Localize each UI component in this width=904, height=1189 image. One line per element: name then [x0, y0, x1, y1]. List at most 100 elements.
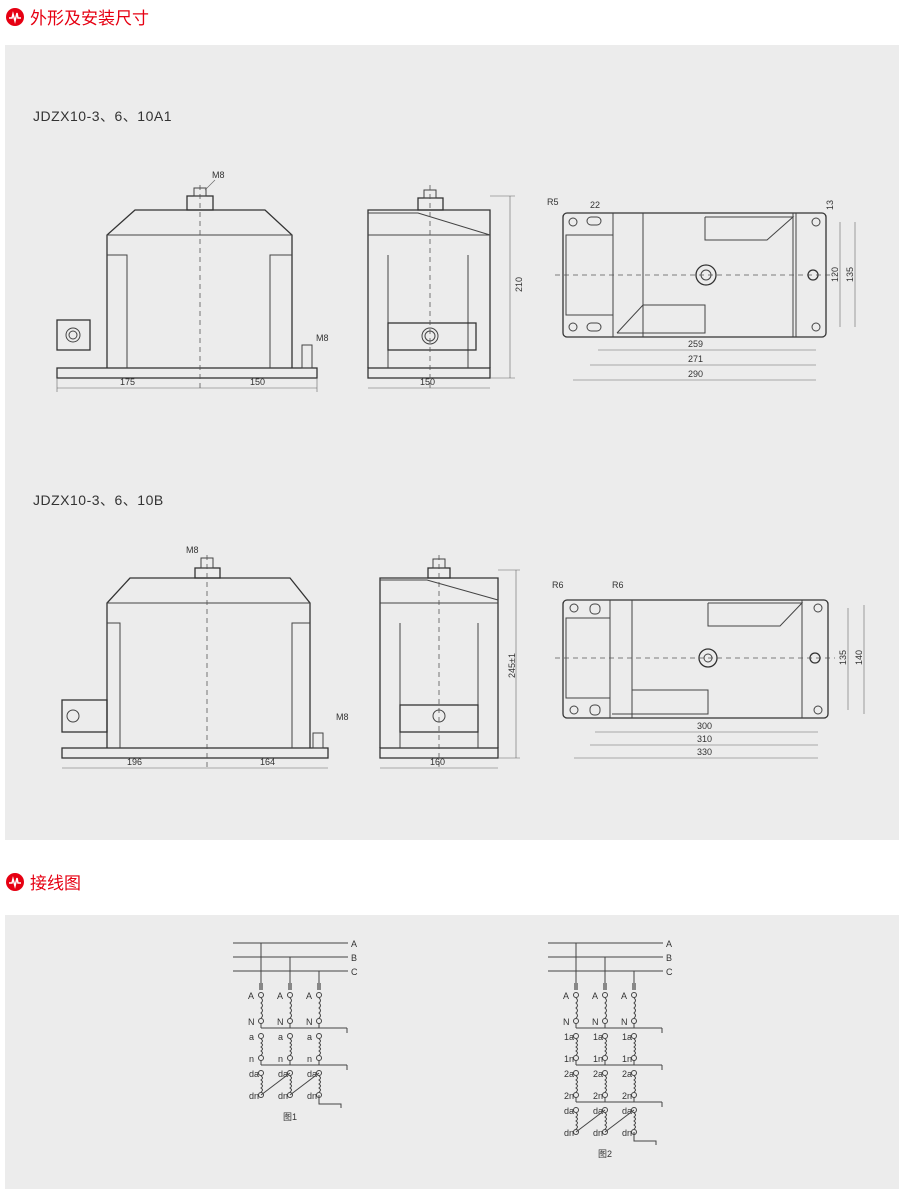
svg-text:271: 271: [688, 354, 703, 364]
svg-text:R6: R6: [612, 580, 624, 590]
figure-caption: 图2: [598, 1149, 612, 1159]
terminal-icon: [573, 1070, 579, 1076]
terminal-icon: [602, 1033, 608, 1039]
svg-text:330: 330: [697, 747, 712, 757]
terminal-icon: [258, 992, 264, 998]
terminal-label: 1n: [564, 1054, 574, 1064]
ground-lead: [633, 1132, 657, 1145]
terminal-label: 2n: [564, 1091, 574, 1101]
coil-icon: [604, 1075, 607, 1093]
terminal-icon: [316, 1055, 322, 1061]
terminal-label: 2a: [564, 1069, 574, 1079]
terminal-label: N: [563, 1017, 570, 1027]
svg-text:290: 290: [688, 369, 703, 379]
terminal-icon: [573, 1129, 579, 1135]
terminal-icon: [631, 1070, 637, 1076]
terminal-icon: [602, 1107, 608, 1113]
fuse-icon: [632, 983, 636, 990]
terminal-icon: [631, 992, 637, 998]
terminal-icon: [631, 1107, 637, 1113]
svg-text:175: 175: [120, 377, 135, 387]
coil-icon: [575, 1038, 578, 1056]
terminal-label: dn: [564, 1128, 574, 1138]
svg-text:M8: M8: [212, 170, 225, 180]
section-header-dimensions: 外形及安装尺寸: [6, 4, 149, 29]
terminal-icon: [602, 1055, 608, 1061]
delta-link: [575, 1109, 606, 1133]
terminal-icon: [258, 1033, 264, 1039]
terminal-icon: [316, 1033, 322, 1039]
model-b-label: JDZX10-3、6、10B: [33, 492, 164, 508]
terminal-icon: [258, 1055, 264, 1061]
coil-icon: [604, 1112, 607, 1130]
terminal-icon: [287, 1055, 293, 1061]
terminal-label: 1a: [564, 1032, 574, 1042]
bus-label: A: [666, 939, 672, 949]
coil-icon: [318, 997, 321, 1019]
svg-text:310: 310: [697, 734, 712, 744]
terminal-icon: [602, 1129, 608, 1135]
terminal-label: A: [277, 991, 283, 1001]
coil-icon: [633, 1075, 636, 1093]
coil-icon: [289, 1075, 292, 1093]
coil-icon: [289, 1038, 292, 1056]
coil-icon: [604, 997, 607, 1019]
coil-icon: [260, 997, 263, 1019]
fuse-icon: [603, 983, 607, 990]
terminal-label: da: [249, 1069, 259, 1079]
ground-lead: [318, 1095, 342, 1108]
terminal-icon: [316, 992, 322, 998]
svg-text:196: 196: [127, 757, 142, 767]
svg-text:135: 135: [845, 267, 855, 282]
fuse-icon: [259, 983, 263, 990]
terminal-icon: [631, 1033, 637, 1039]
terminal-label: 2n: [593, 1091, 603, 1101]
terminal-label: N: [306, 1017, 313, 1027]
coil-icon: [260, 1075, 263, 1093]
terminal-icon: [287, 1033, 293, 1039]
coil-icon: [575, 1112, 578, 1130]
svg-text:135: 135: [838, 650, 848, 665]
svg-text:245±1: 245±1: [507, 653, 517, 678]
terminal-label: A: [248, 991, 254, 1001]
terminal-label: 1n: [622, 1054, 632, 1064]
svg-text:150: 150: [250, 377, 265, 387]
terminal-icon: [602, 1092, 608, 1098]
svg-text:140: 140: [854, 650, 864, 665]
terminal-label: a: [278, 1032, 283, 1042]
coil-icon: [260, 1038, 263, 1056]
model-a-side-view: 150 210: [367, 185, 524, 390]
terminal-label: da: [307, 1069, 317, 1079]
coil-icon: [575, 1075, 578, 1093]
terminal-icon: [631, 1018, 637, 1024]
terminal-icon: [573, 1055, 579, 1061]
terminal-icon: [631, 1092, 637, 1098]
svg-text:164: 164: [260, 757, 275, 767]
terminal-label: A: [563, 991, 569, 1001]
terminal-icon: [316, 1018, 322, 1024]
terminal-label: A: [621, 991, 627, 1001]
fuse-icon: [317, 983, 321, 990]
terminal-icon: [258, 1092, 264, 1098]
terminal-icon: [258, 1070, 264, 1076]
coil-icon: [604, 1038, 607, 1056]
terminal-label: dn: [307, 1091, 317, 1101]
figure-caption: 图1: [283, 1112, 297, 1122]
fuse-icon: [574, 983, 578, 990]
delta-link: [260, 1072, 291, 1096]
terminal-label: 1n: [593, 1054, 603, 1064]
model-a-label: JDZX10-3、6、10A1: [33, 108, 173, 124]
terminal-icon: [573, 1033, 579, 1039]
terminal-icon: [573, 992, 579, 998]
svg-text:13: 13: [825, 200, 835, 210]
coil-icon: [633, 1112, 636, 1130]
bus-label: B: [666, 953, 672, 963]
coil-icon: [318, 1075, 321, 1093]
terminal-icon: [287, 1070, 293, 1076]
coil-icon: [633, 997, 636, 1019]
section-title: 接线图: [30, 874, 81, 893]
